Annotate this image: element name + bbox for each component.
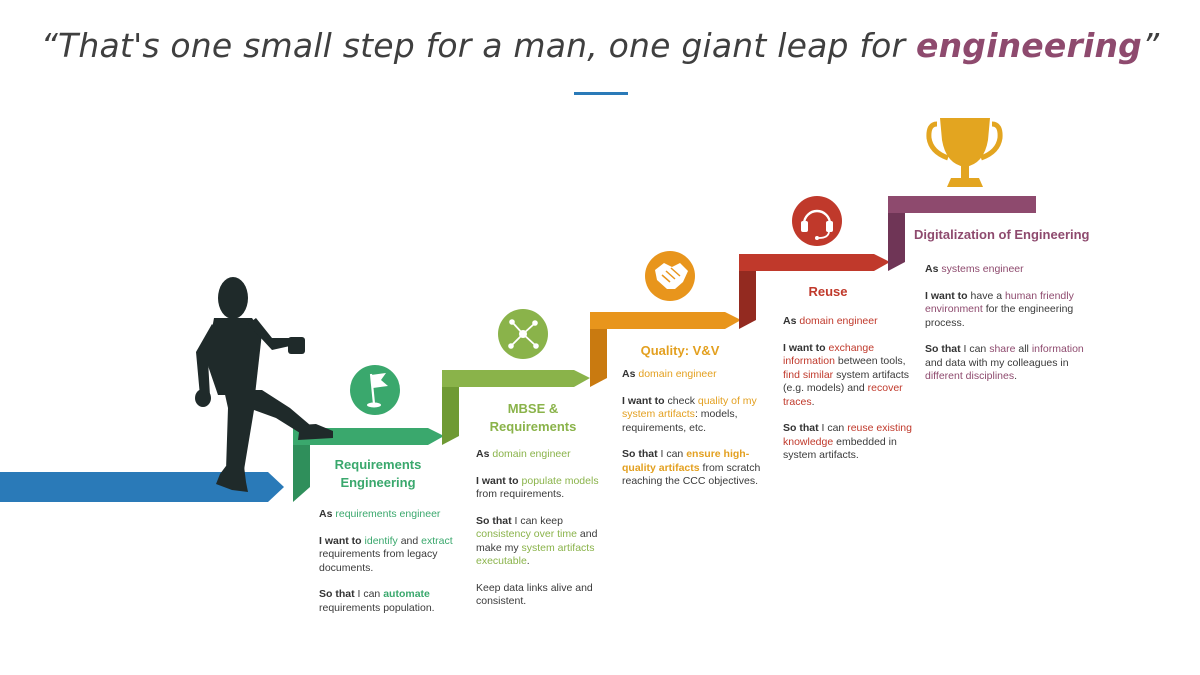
page-title: “That's one small step for a man, one gi… xyxy=(0,26,1200,65)
stair-riser-purple xyxy=(888,196,905,271)
heading-line: Quality: V&V xyxy=(640,343,720,358)
stair-riser-green xyxy=(293,428,310,502)
as-line: As domain engineer xyxy=(622,368,717,380)
walking-man-icon xyxy=(195,277,333,492)
as-line: As systems engineer xyxy=(925,263,1024,275)
sothat-line: So that I can automate requirements popu… xyxy=(319,588,435,614)
step-text-requirements: As requirements engineer I want to ident… xyxy=(319,508,459,628)
heading-line: Reuse xyxy=(808,284,848,299)
as-line: As domain engineer xyxy=(783,315,878,327)
sothat-line: So that I can reuse existing knowledge e… xyxy=(783,422,912,461)
heading-line: Engineering xyxy=(340,475,416,490)
as-line: As domain engineer xyxy=(476,448,571,460)
quote-close: ” xyxy=(1141,26,1160,65)
handshake-icon xyxy=(645,251,695,301)
step-heading-quality: Quality: V&V xyxy=(615,342,745,360)
want-line: I want to identify and extract requireme… xyxy=(319,534,453,574)
step-text-reuse: As domain engineer I want to exchange in… xyxy=(783,315,915,476)
title-underline xyxy=(574,92,628,95)
trophy-icon xyxy=(926,118,1003,187)
want-line: I want to have a human friendly environm… xyxy=(925,289,1074,329)
heading-line: Digitalization of Engineering xyxy=(914,227,1090,242)
sothat-line: So that I can ensure high-quality artifa… xyxy=(622,448,761,487)
heading-line: MBSE & xyxy=(507,401,559,416)
stair-riser-lime xyxy=(442,370,459,445)
stair-tread-red xyxy=(739,254,890,271)
headset-icon xyxy=(792,196,842,246)
step-heading-reuse: Reuse xyxy=(778,283,878,301)
title-prefix: That's one small step for a man, one gia… xyxy=(58,26,916,65)
network-icon xyxy=(498,309,548,359)
want-line: I want to populate models from requireme… xyxy=(476,474,599,501)
heading-line: Requirements xyxy=(334,457,422,472)
step-text-quality: As domain engineer I want to check quali… xyxy=(622,368,764,502)
quote-open: “ xyxy=(40,26,59,65)
step-heading-mbse: MBSE & Requirements xyxy=(468,400,598,436)
title-highlight: engineering xyxy=(916,26,1142,65)
step-heading-requirements: Requirements Engineering xyxy=(312,456,444,492)
sothat-line: So that I can share all information and … xyxy=(925,343,1084,382)
extra-line: Keep data links alive and consistent. xyxy=(476,581,593,608)
stair-tread-lime xyxy=(442,370,590,387)
step-text-digitalization: As systems engineer I want to have a hum… xyxy=(925,263,1100,397)
stair-tread-orange xyxy=(590,312,741,329)
step-text-mbse: As domain engineer I want to populate mo… xyxy=(476,448,616,622)
want-line: I want to exchange information between t… xyxy=(783,341,910,408)
sothat-line: So that I can keep consistency over time… xyxy=(476,514,598,568)
want-line: I want to check quality of my system art… xyxy=(622,394,757,434)
as-line: As requirements engineer xyxy=(319,508,441,520)
flag-icon xyxy=(350,365,400,415)
stair-base-blue xyxy=(0,472,284,502)
step-heading-digitalization: Digitalization of Engineering xyxy=(914,226,1100,244)
stair-tread-purple xyxy=(888,196,1036,213)
stair-riser-red xyxy=(739,254,756,329)
stair-riser-orange xyxy=(590,312,607,387)
heading-line: Requirements xyxy=(489,419,577,434)
